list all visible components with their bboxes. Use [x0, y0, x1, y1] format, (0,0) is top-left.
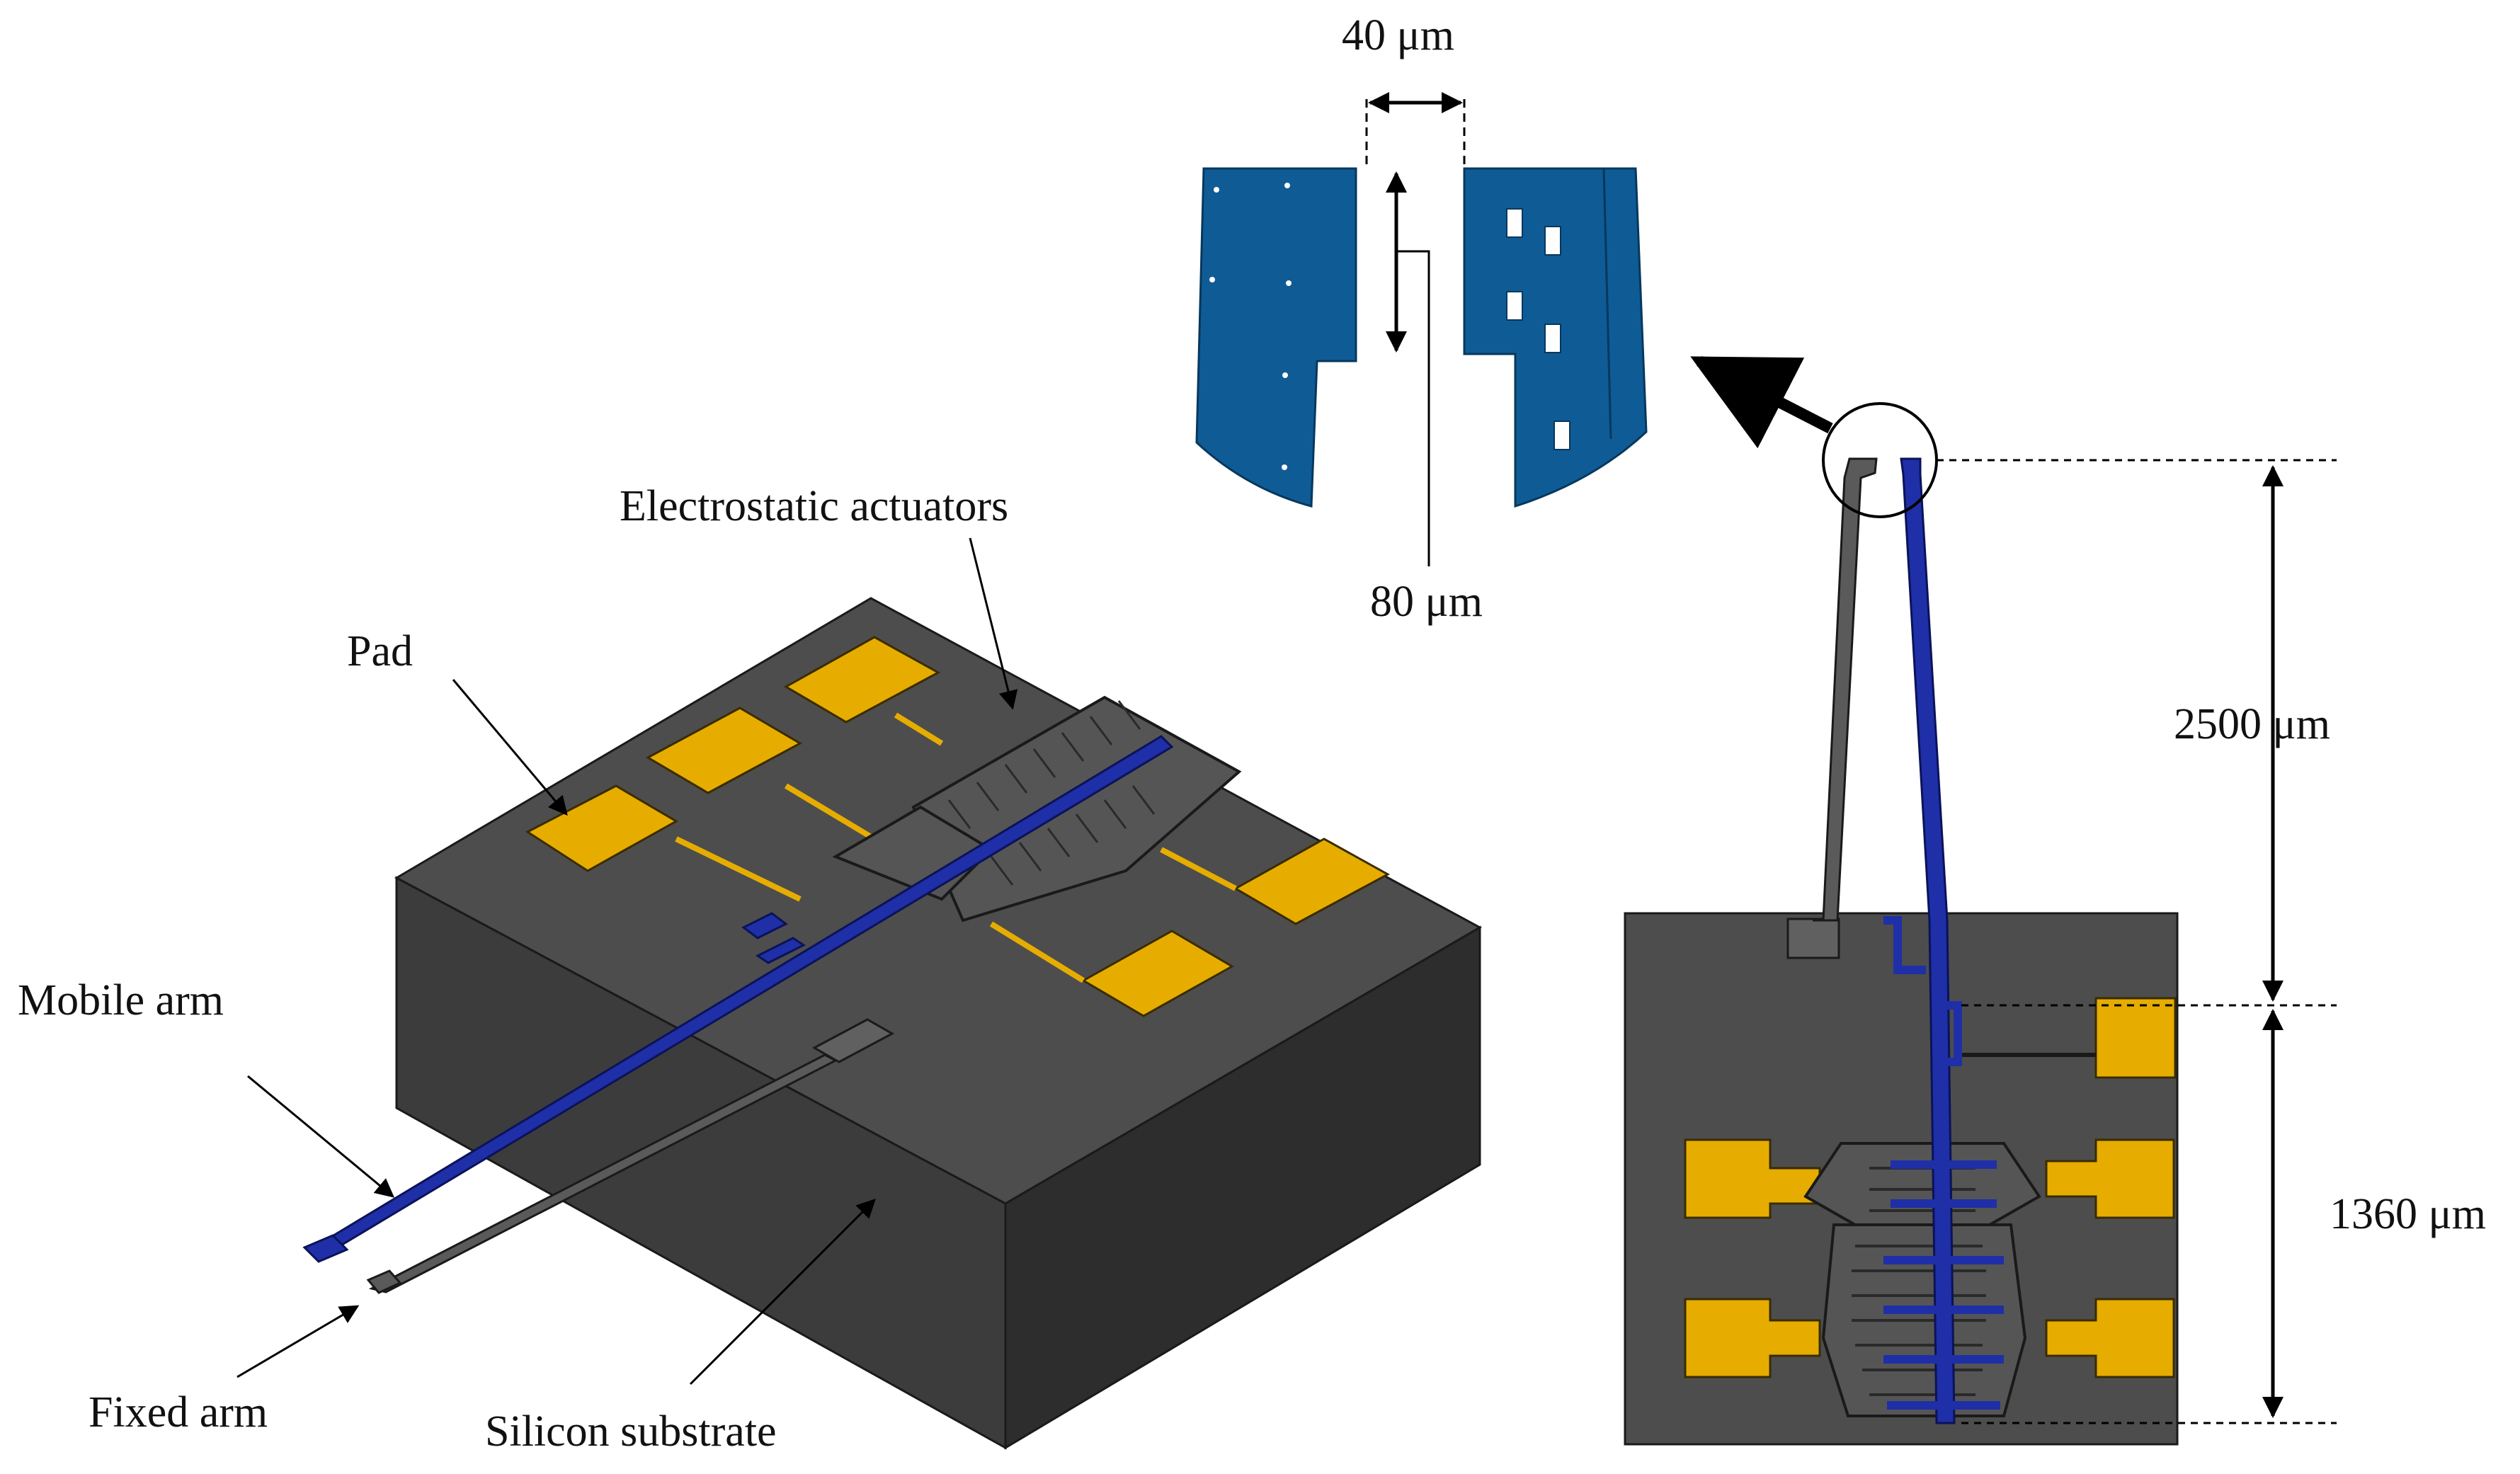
top-view: [1624, 402, 2337, 1446]
top-view-mobile-arm: [1883, 457, 2004, 1424]
labels: Electrostatic actuators Pad Mobile arm F…: [18, 11, 2486, 1456]
pad-arrow: [452, 679, 568, 816]
fixed-arm-anchor: [1786, 918, 1840, 959]
pad-trace: [675, 836, 802, 902]
fixed-arm-isometric: [366, 1018, 895, 1294]
actuator-length-label: 1360 μm: [2330, 1190, 2486, 1238]
mobile-arm-arrow: [247, 1075, 395, 1198]
zoom-holes: [1506, 208, 1570, 450]
isometric-device: [236, 537, 1483, 1450]
zoom-detail: [1195, 92, 1833, 566]
gap-depth-leader: [1396, 250, 1430, 566]
zoom-dots: [1209, 183, 1292, 470]
mobile-arm-label: Mobile arm: [18, 976, 224, 1024]
fixed-arm-tip: [366, 1269, 402, 1294]
callout-arrows: [236, 537, 1018, 1386]
fixed-arm-label: Fixed arm: [89, 1388, 268, 1436]
electrostatic-actuators-label: Electrostatic actuators: [620, 482, 1008, 530]
fixed-arm-beam: [1813, 457, 1878, 922]
mobile-arm-spring: [741, 912, 806, 964]
substrate-side-face: [1004, 925, 1481, 1450]
top-view-actuators: [1803, 1142, 2041, 1417]
fixed-arm-beam: [368, 1053, 838, 1293]
pad-trace: [784, 783, 877, 842]
mobile-arm-beam: [1900, 457, 1956, 1424]
top-view-fixed-arm: [1786, 457, 1878, 959]
gap-depth-label: 80 μm: [1370, 578, 1483, 626]
mobile-arm-fingers: [1883, 1160, 2004, 1410]
zoom-pointer-arrow: [1690, 355, 1833, 449]
pad: [2045, 1298, 2175, 1378]
pads-isometric: [525, 636, 1391, 1017]
fixed-arm-arrow: [236, 1305, 360, 1378]
electrostatic-actuators-arrow: [969, 537, 1018, 710]
pad: [2045, 1138, 2175, 1219]
pad-trace: [989, 921, 1085, 983]
gap-width-label: 40 μm: [1342, 11, 1454, 59]
silicon-substrate-label: Silicon substrate: [485, 1407, 777, 1456]
pad: [1081, 930, 1235, 1017]
pad: [1684, 1298, 1821, 1378]
pad-trace: [894, 712, 944, 746]
pad: [2094, 997, 2177, 1079]
actuator-comb: [947, 700, 1156, 886]
actuator-frame: [1803, 1142, 2041, 1226]
silicon-substrate-block: [394, 597, 1483, 1450]
pad: [645, 707, 803, 794]
top-view-pads: [1684, 997, 2177, 1378]
pad-trace: [1160, 847, 1237, 891]
pad: [525, 784, 679, 872]
silicon-substrate-arrow: [689, 1199, 876, 1386]
mobile-arm-spring: [1883, 916, 1962, 1066]
zoom-left-jaw: [1195, 167, 1357, 508]
pad: [1233, 838, 1391, 925]
mobile-arm-isometric: [302, 735, 1174, 1263]
pad: [783, 636, 941, 724]
pad-label: Pad: [347, 627, 413, 675]
mobile-arm-tip: [302, 1234, 349, 1263]
arm-length-label: 2500 μm: [2174, 700, 2330, 748]
